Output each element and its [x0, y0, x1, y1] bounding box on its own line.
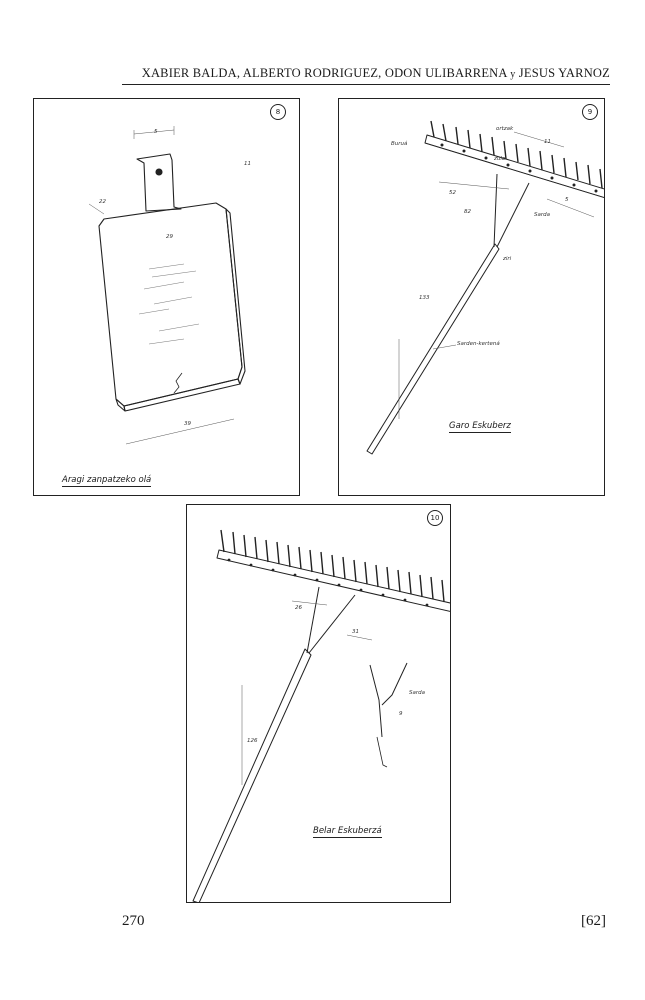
plate-10-hay-rake: 10 26 31 Sarda 9 126 Belar Eskuberzá: [186, 504, 451, 903]
dimension-label: 133: [419, 295, 430, 301]
dimension-label: 5: [154, 129, 158, 135]
rake-crossbar: [424, 134, 604, 199]
dimension-label: 11: [544, 139, 551, 145]
dimension-label: 39: [184, 421, 191, 427]
header-authors-main: XABIER BALDA, ALBERTO RODRIGUEZ, ODON UL…: [141, 66, 507, 80]
plate-number: 9: [582, 104, 598, 120]
hay-rake-fork-left: [306, 586, 320, 654]
running-header: XABIER BALDA, ALBERTO RODRIGUEZ, ODON UL…: [122, 62, 610, 85]
fork-detail: [369, 662, 408, 738]
hay-rake-handle: [192, 648, 312, 902]
dimension-label: 126: [247, 738, 258, 744]
plate-9-rake: 9 Buruá ortzak zulo 11 52 82 Sarda 5 zir…: [338, 98, 605, 496]
header-authors-last: JESUS YARNOZ: [518, 66, 610, 80]
hay-rake-fork-right: [308, 594, 356, 654]
hay-rake-drawing: [192, 529, 450, 902]
board-drawing: [88, 126, 246, 445]
plate-caption: Belar Eskuberzá: [313, 826, 382, 838]
hay-rake-crossbar: [216, 549, 450, 612]
board-handle: [136, 153, 182, 212]
rake-fork-right: [496, 182, 530, 248]
dimension-label: 82: [464, 209, 471, 215]
plate-number: 10: [427, 510, 443, 526]
part-label-head: Buruá: [391, 141, 408, 147]
page-number: 270: [122, 913, 145, 929]
plate-caption: Garo Eskuberz: [449, 421, 511, 433]
plate-8-board: 8 5 11 29 39 22 Aragi zanpatzeko olá: [33, 98, 300, 496]
part-label-fork: Sarda: [534, 212, 550, 218]
rake-drawing: [366, 120, 604, 455]
plate-number: 8: [270, 104, 286, 120]
rake-handle: [366, 243, 500, 455]
dimension-label: 22: [99, 199, 106, 205]
part-label-teeth: ortzak: [496, 126, 514, 132]
header-connector: y: [510, 69, 516, 80]
part-label-peg: ziri: [503, 256, 512, 262]
bracket-page-number: [62]: [581, 913, 606, 929]
dimension-label: 29: [166, 234, 173, 240]
plate-caption: Aragi zanpatzeko olá: [62, 475, 152, 487]
part-label-handle: Sarden-kertená: [457, 341, 500, 347]
dimension-label: 5: [565, 197, 569, 203]
dimension-label: 9: [399, 711, 403, 717]
part-label-fork: Sarda: [409, 690, 425, 696]
dimension-label: 52: [449, 190, 456, 196]
dimension-label: 11: [244, 161, 251, 167]
dimension-label: 26: [295, 605, 302, 611]
part-label-hole: zulo: [494, 156, 506, 162]
dimension-label: 31: [352, 629, 359, 635]
header-authors: XABIER BALDA, ALBERTO RODRIGUEZ, ODON UL…: [142, 66, 610, 81]
rake-fork-left: [493, 173, 498, 248]
